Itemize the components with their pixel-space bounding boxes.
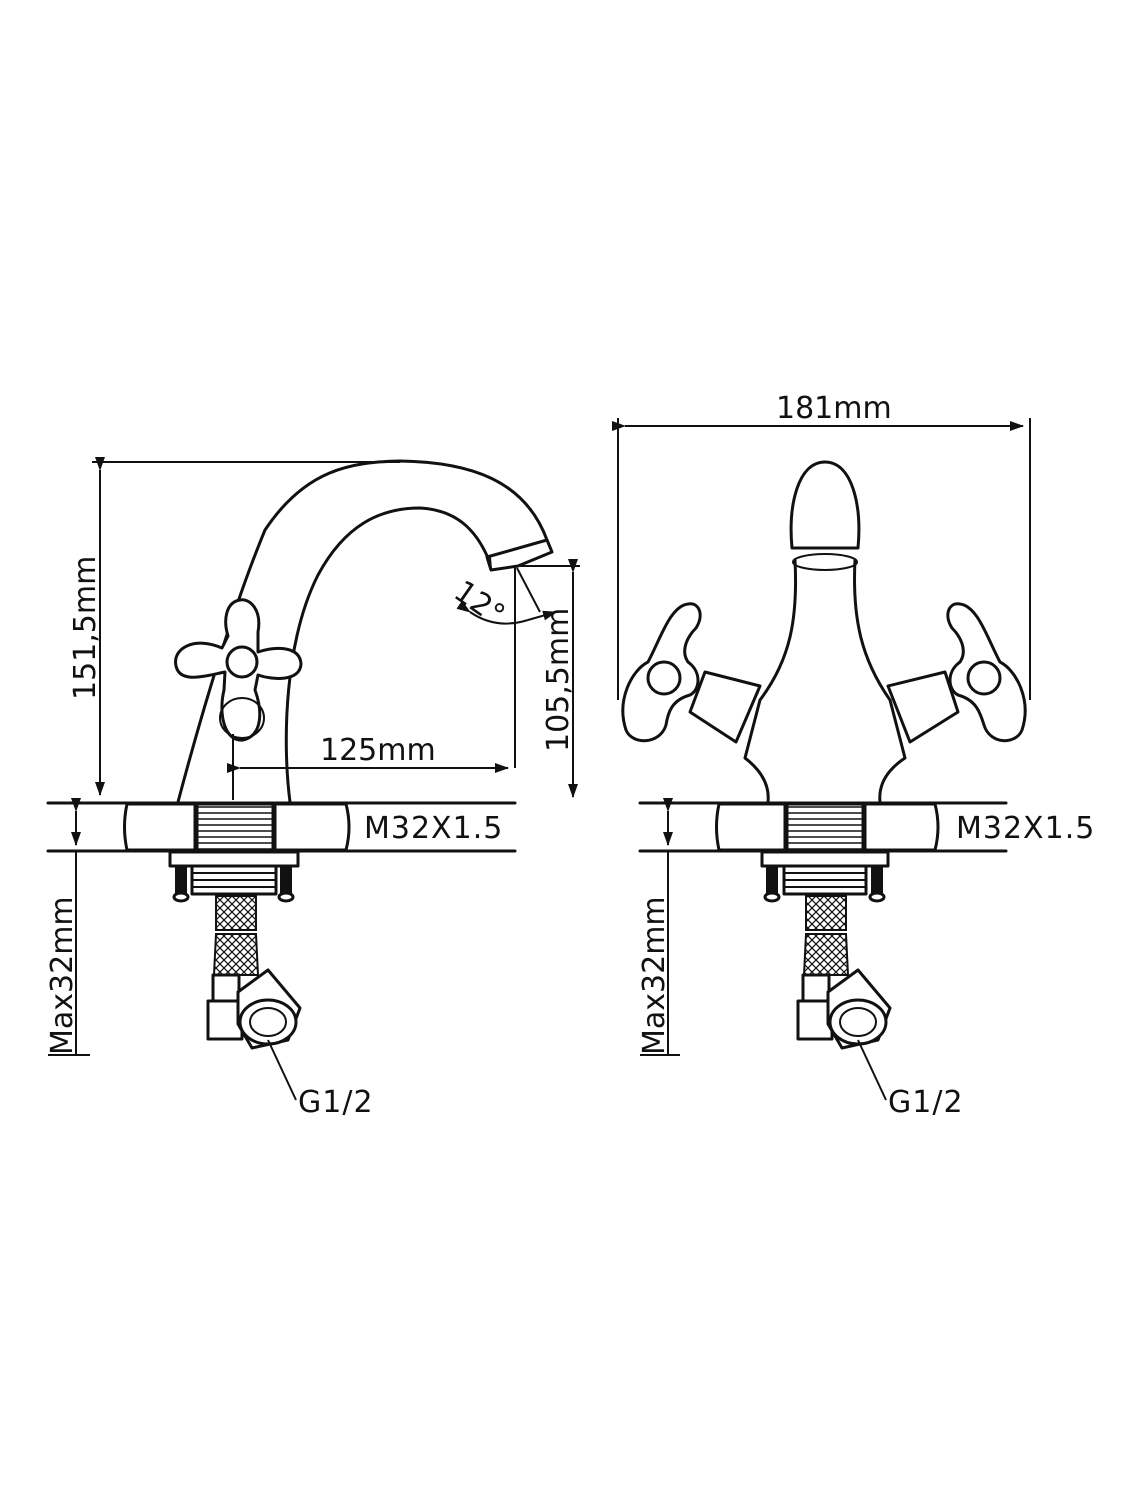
dim-spout-angle: 12°	[447, 567, 557, 633]
front-connection-label: G1/2	[888, 1085, 964, 1120]
dim-side-max-thickness-label: Max32mm	[45, 896, 80, 1055]
dim-front-max-thickness-label: Max32mm	[637, 896, 672, 1055]
dim-reach: 125mm	[227, 733, 509, 800]
front-thread-label: M32X1.5	[956, 811, 1095, 846]
front-mount-thread	[785, 802, 865, 852]
front-under-fittings	[760, 850, 892, 1050]
side-connection-label: G1/2	[298, 1085, 374, 1120]
side-cross-handle	[174, 598, 303, 742]
dim-width-label: 181mm	[776, 391, 892, 426]
front-connection-callout: G1/2	[857, 1039, 964, 1120]
side-countertop	[46, 801, 517, 853]
dim-reach-label: 125mm	[320, 733, 436, 768]
dim-total-height-label: 151,5mm	[68, 556, 103, 700]
dim-spout-height: 105,5mm	[514, 559, 580, 798]
dim-total-height: 151,5mm	[68, 457, 400, 796]
side-mount-thread	[195, 802, 275, 852]
side-under-fittings	[168, 850, 302, 1050]
front-right-handle	[886, 602, 1027, 744]
front-left-handle	[621, 602, 762, 744]
side-thread-label: M32X1.5	[364, 811, 503, 846]
front-view: 181mm M32X1.5 Max32mm G1/2	[612, 391, 1095, 1120]
front-countertop	[638, 801, 1008, 853]
dim-width: 181mm	[612, 391, 1031, 700]
dim-front-max-thickness: Max32mm	[637, 798, 680, 1056]
side-connection-callout: G1/2	[267, 1039, 374, 1120]
dim-side-max-thickness: Max32mm	[45, 798, 90, 1056]
side-view: 151,5mm 105,5mm 125mm 12° M32X1.5	[45, 457, 580, 1120]
dim-spout-height-label: 105,5mm	[541, 608, 576, 752]
front-faucet-body	[743, 460, 907, 804]
